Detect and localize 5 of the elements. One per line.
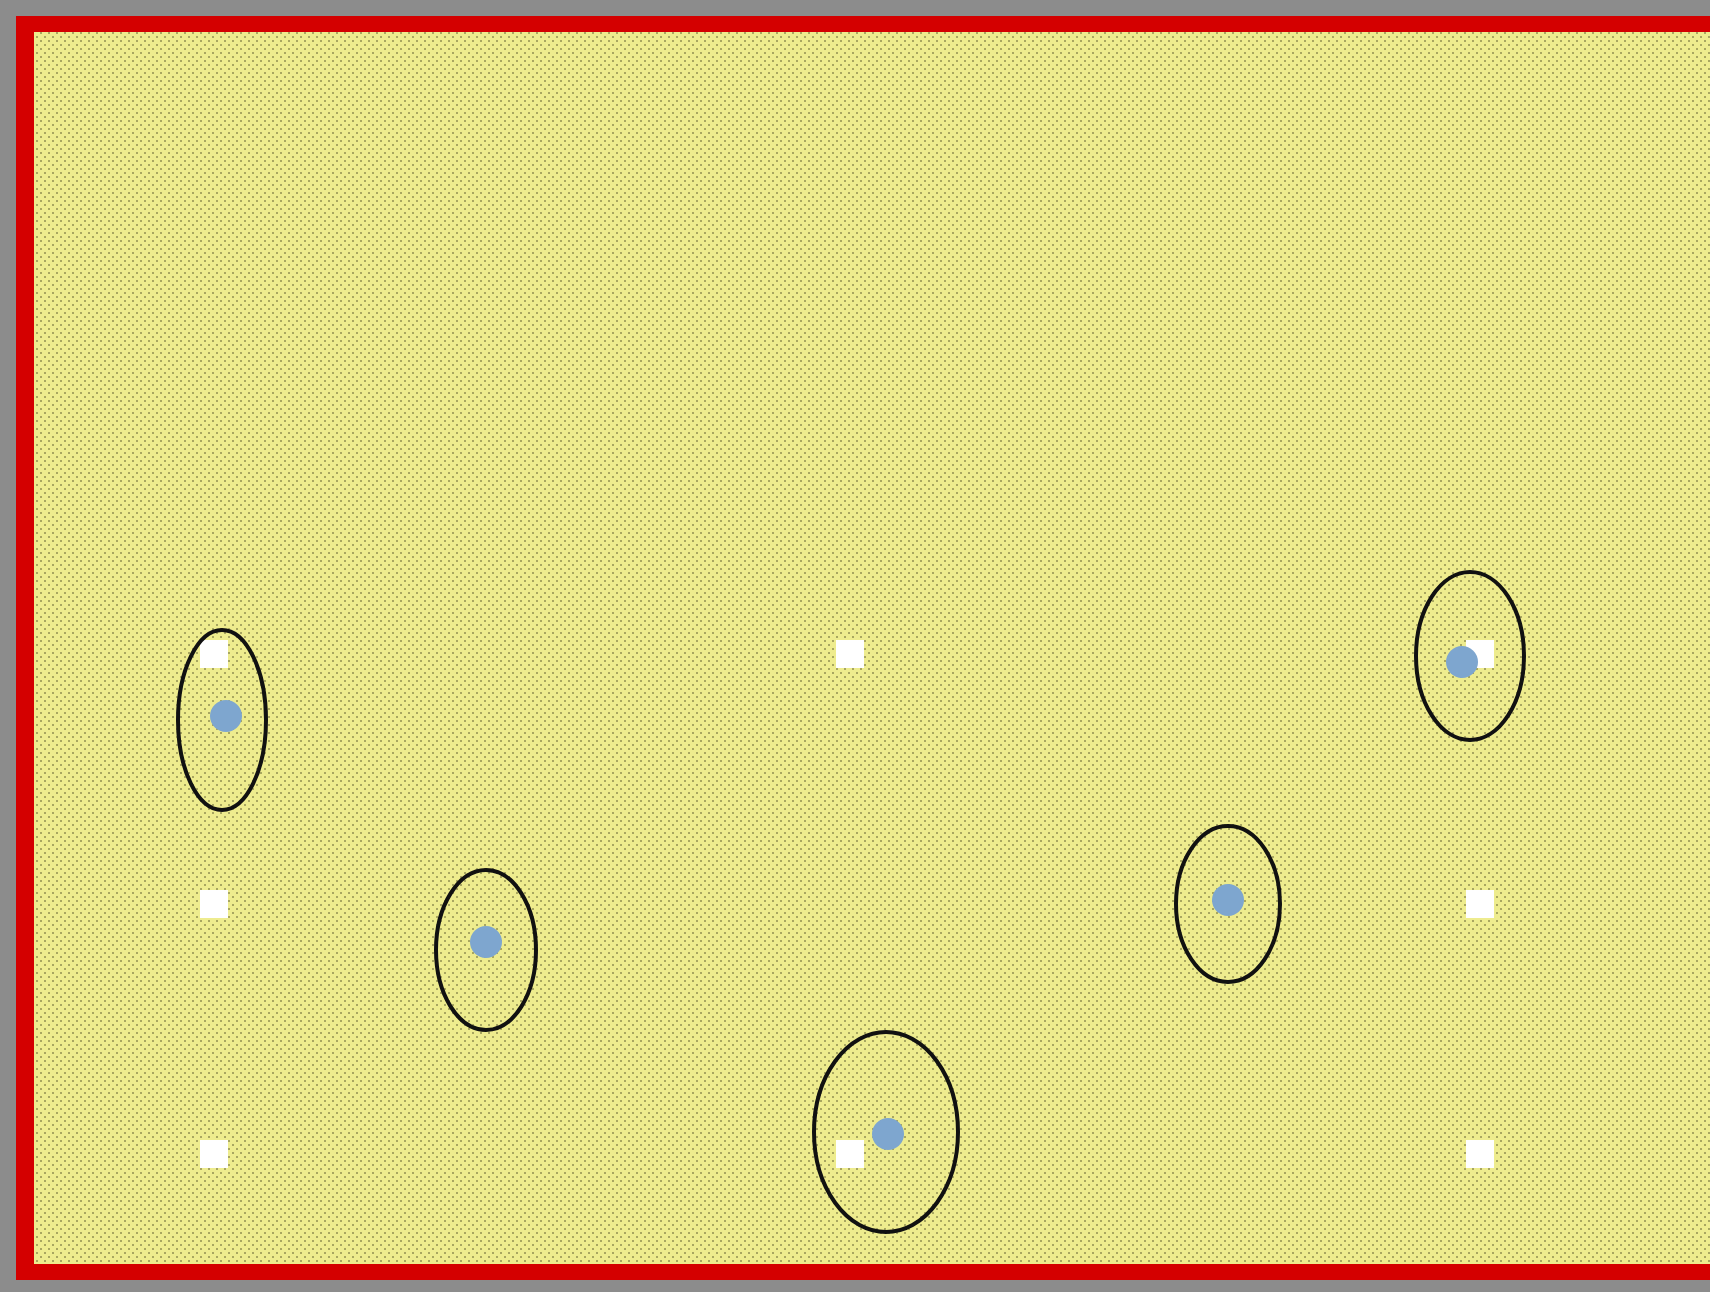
ellipse-outline [176,628,268,812]
ellipse-outline [434,868,538,1032]
ellipse-outline [1414,570,1526,742]
ellipse-outline [812,1030,960,1234]
ellipse-outline [1174,824,1282,984]
